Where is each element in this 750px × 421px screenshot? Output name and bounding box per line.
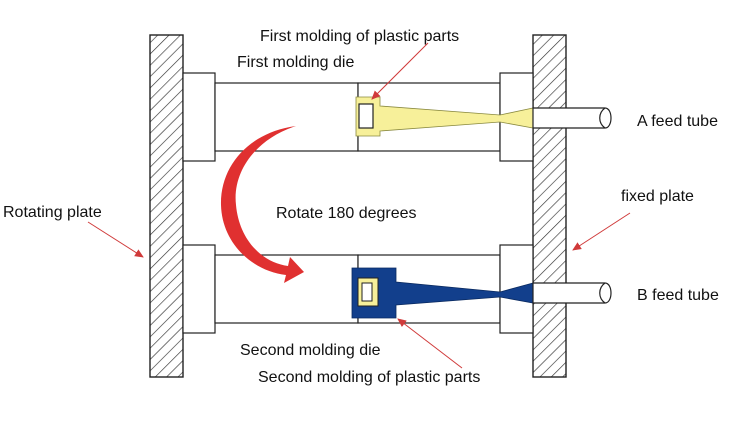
upper-mold (182, 72, 612, 162)
leader-first-part (371, 42, 429, 100)
leader-second-part (397, 318, 463, 369)
lower-left-block (182, 244, 216, 334)
label-first-die: First molding die (237, 54, 354, 71)
fixed-plate (532, 34, 567, 378)
first-part-cavity (358, 103, 374, 129)
b-feed-tube (532, 282, 612, 304)
rotate-arrow (220, 126, 304, 283)
upper-moving-half (214, 82, 359, 152)
leader-rotating-plate (87, 221, 144, 258)
label-first-part: First molding of plastic parts (260, 28, 459, 45)
label-fixed-plate: fixed plate (621, 188, 694, 205)
label-rotating-plate: Rotating plate (3, 204, 102, 221)
label-rotate: Rotate 180 degrees (276, 205, 417, 222)
a-feed-tube (532, 107, 612, 129)
label-second-part: Second molding of plastic parts (258, 369, 480, 386)
rotating-plate (149, 34, 184, 378)
label-a-feed-tube: A feed tube (637, 113, 718, 130)
label-second-die: Second molding die (240, 342, 381, 359)
upper-left-block (182, 72, 216, 162)
label-b-feed-tube: B feed tube (637, 287, 719, 304)
leader-fixed-plate (572, 212, 631, 251)
lower-mold (182, 244, 612, 334)
lower-moving-half (214, 254, 359, 324)
